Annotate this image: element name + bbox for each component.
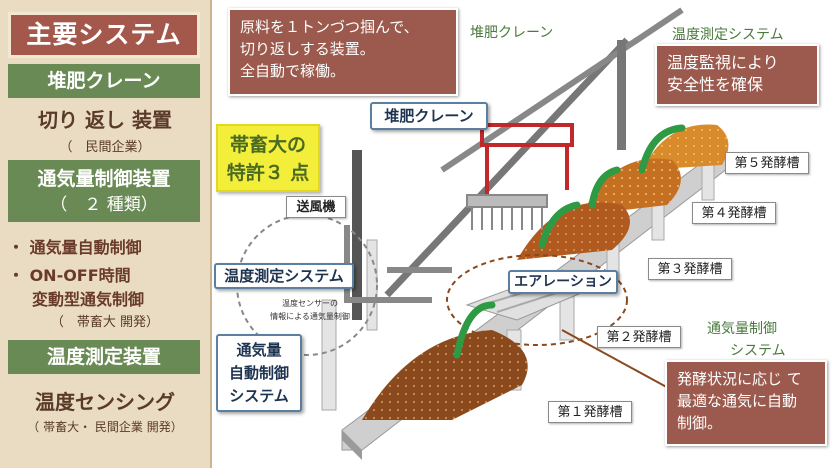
temp-desc-line2: 安全性を確保	[667, 75, 764, 94]
tank-3-label: 第３発酵槽	[648, 258, 732, 280]
crane-green-label: 堆肥クレーン	[470, 25, 554, 41]
heat-arrows	[453, 124, 686, 359]
temp-system-label-box: 温度測定システム	[214, 263, 354, 289]
crane-label-box: 堆肥クレーン	[370, 102, 488, 130]
vent-leader-line	[561, 329, 673, 391]
temp-device: 温度センシング	[35, 390, 175, 414]
compost-pile-1	[362, 330, 528, 420]
tank-1-label: 第１発酵槽	[548, 401, 632, 423]
auto-vent-line1: 通気量	[236, 341, 282, 359]
compost-pile-4	[582, 158, 681, 215]
crane-developer: （ 民間企業）	[59, 140, 151, 155]
composting-diagram: 原料を１トンづつ掴んで、 切り返しする装置。 全自動で稼働。 温度監視により 安…	[212, 0, 831, 468]
crane-desc-line3: 全自動で稼働。	[240, 62, 346, 80]
vent-description-callout: 発酵状況に応じ て 最適な通気に自動 制御。	[665, 360, 827, 446]
auto-vent-label-box: 通気量 自動制御 システム	[216, 334, 302, 412]
tank-4-label: 第４発酵槽	[692, 202, 776, 224]
crane-description-callout: 原料を１トンづつ掴んで、 切り返しする装置。 全自動で稼働。	[228, 8, 458, 96]
vent-system-green-line2: システム	[730, 343, 786, 359]
vent-desc-line2: 最適な通気に自動	[677, 392, 798, 410]
vent-desc-line1: 発酵状況に応じ て	[677, 370, 802, 388]
vent-header: 通気量制御装置 （ ２ 種類）	[8, 160, 200, 222]
vent-system-green-line1: 通気量制御	[707, 321, 777, 337]
vent-item-onoff-line2: 変動型通気制御	[32, 290, 145, 309]
aeration-zone	[446, 254, 628, 346]
vent-header-line1: 通気量制御装置	[37, 168, 171, 190]
temp-desc-line1: 温度監視により	[667, 53, 779, 72]
vent-developer: （ 帯畜大 開発）	[50, 315, 160, 330]
vent-header-line2: （ ２ 種類）	[50, 195, 158, 215]
crane-header: 堆肥クレーン	[8, 64, 200, 98]
temp-header: 温度測定装置	[8, 340, 200, 374]
blower-pipes	[344, 225, 452, 303]
crane-gantry	[480, 123, 574, 195]
vent-item-onoff: ・ ON-OFF時間	[8, 266, 131, 285]
diagram-illustration	[236, 7, 733, 460]
auto-vent-line2: 自動制御	[228, 364, 289, 382]
temp-description-callout: 温度監視により 安全性を確保	[655, 44, 819, 106]
panel-title: 主要システム	[8, 12, 200, 58]
auto-vent-line3: システム	[229, 387, 289, 405]
aeration-label: エアレーション	[508, 270, 618, 294]
tank-2-label: 第２発酵槽	[597, 326, 681, 348]
crane-device: 切り 返し 装置	[38, 108, 172, 132]
compost-pile-5	[642, 124, 729, 170]
crane-grab	[466, 194, 548, 230]
left-panel: 主要システム 堆肥クレーン 切り 返し 装置 （ 民間企業） 通気量制御装置 （…	[0, 0, 212, 468]
patent-line2: 特許３ 点	[226, 162, 310, 184]
sensor-note-line2: 情報による通気量制御	[270, 312, 350, 321]
temp-developer: （ 帯畜大・ 民間企業 開発）	[27, 420, 183, 434]
crane-desc-line2: 切り返しする装置。	[240, 40, 375, 58]
crane-desc-line1: 原料を１トンづつ掴んで、	[240, 18, 419, 36]
temp-system-green-label: 温度測定システム	[672, 27, 784, 43]
vent-item-auto: ・ 通気量自動制御	[8, 238, 142, 257]
tank-5-label: 第５発酵槽	[725, 152, 809, 174]
patent-badge: 帯畜大の 特許３ 点	[216, 124, 320, 192]
patent-line1: 帯畜大の	[229, 134, 306, 156]
blower-label: 送風機	[286, 196, 346, 218]
vent-desc-line3: 制御。	[677, 414, 723, 432]
sensor-note-line1: 温度センサーの	[282, 299, 338, 308]
sensor-note: 温度センサーの 情報による通気量制御	[260, 297, 360, 323]
